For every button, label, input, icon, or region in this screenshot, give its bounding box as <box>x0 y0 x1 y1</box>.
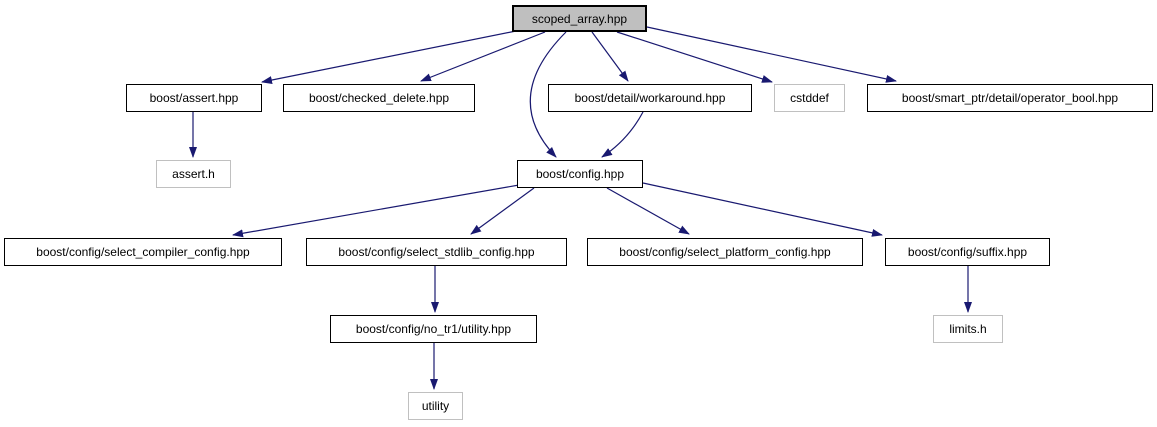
node-utility: utility <box>408 392 463 420</box>
edge-scoped-array-hpp-to-boost-checked-delete-hpp <box>420 31 546 82</box>
node-boost-config-no-tr1-utility-hpp[interactable]: boost/config/no_tr1/utility.hpp <box>330 315 537 343</box>
node-boost-assert-hpp[interactable]: boost/assert.hpp <box>126 84 262 112</box>
edge-scoped-array-hpp-to-boost-smart-ptr-detail-operator-bool-hpp <box>646 26 897 83</box>
edge-scoped-array-hpp-to-cstddef <box>616 31 773 83</box>
node-scoped-array-hpp: scoped_array.hpp <box>512 5 647 32</box>
node-limits-h: limits.h <box>933 315 1003 343</box>
node-boost-config-select-platform-config-hpp[interactable]: boost/config/select_platform_config.hpp <box>587 238 863 266</box>
edge-boost-config-hpp-to-boost-config-select-stdlib-config-hpp <box>470 187 535 235</box>
node-cstddef: cstddef <box>774 84 845 112</box>
node-boost-detail-workaround-hpp[interactable]: boost/detail/workaround.hpp <box>548 84 752 112</box>
edge-boost-config-hpp-to-boost-config-select-platform-config-hpp <box>606 187 690 235</box>
edge-scoped-array-hpp-to-boost-config-hpp <box>529 31 567 158</box>
node-boost-smart-ptr-detail-operator-bool-hpp[interactable]: boost/smart_ptr/detail/operator_bool.hpp <box>867 84 1153 112</box>
node-boost-config-select-stdlib-config-hpp[interactable]: boost/config/select_stdlib_config.hpp <box>306 238 567 266</box>
node-assert-h: assert.h <box>156 160 231 188</box>
node-boost-checked-delete-hpp[interactable]: boost/checked_delete.hpp <box>283 84 475 112</box>
node-boost-config-select-compiler-config-hpp[interactable]: boost/config/select_compiler_config.hpp <box>4 238 282 266</box>
edge-scoped-array-hpp-to-boost-detail-workaround-hpp <box>591 31 629 82</box>
edge-boost-config-hpp-to-boost-config-select-compiler-config-hpp <box>232 184 520 238</box>
edge-scoped-array-hpp-to-boost-assert-hpp <box>261 30 517 84</box>
node-boost-config-suffix-hpp[interactable]: boost/config/suffix.hpp <box>885 238 1050 266</box>
edge-boost-config-hpp-to-boost-config-suffix-hpp <box>642 182 883 237</box>
edge-boost-detail-workaround-hpp-to-boost-config-hpp <box>601 111 644 158</box>
node-boost-config-hpp[interactable]: boost/config.hpp <box>517 160 643 188</box>
